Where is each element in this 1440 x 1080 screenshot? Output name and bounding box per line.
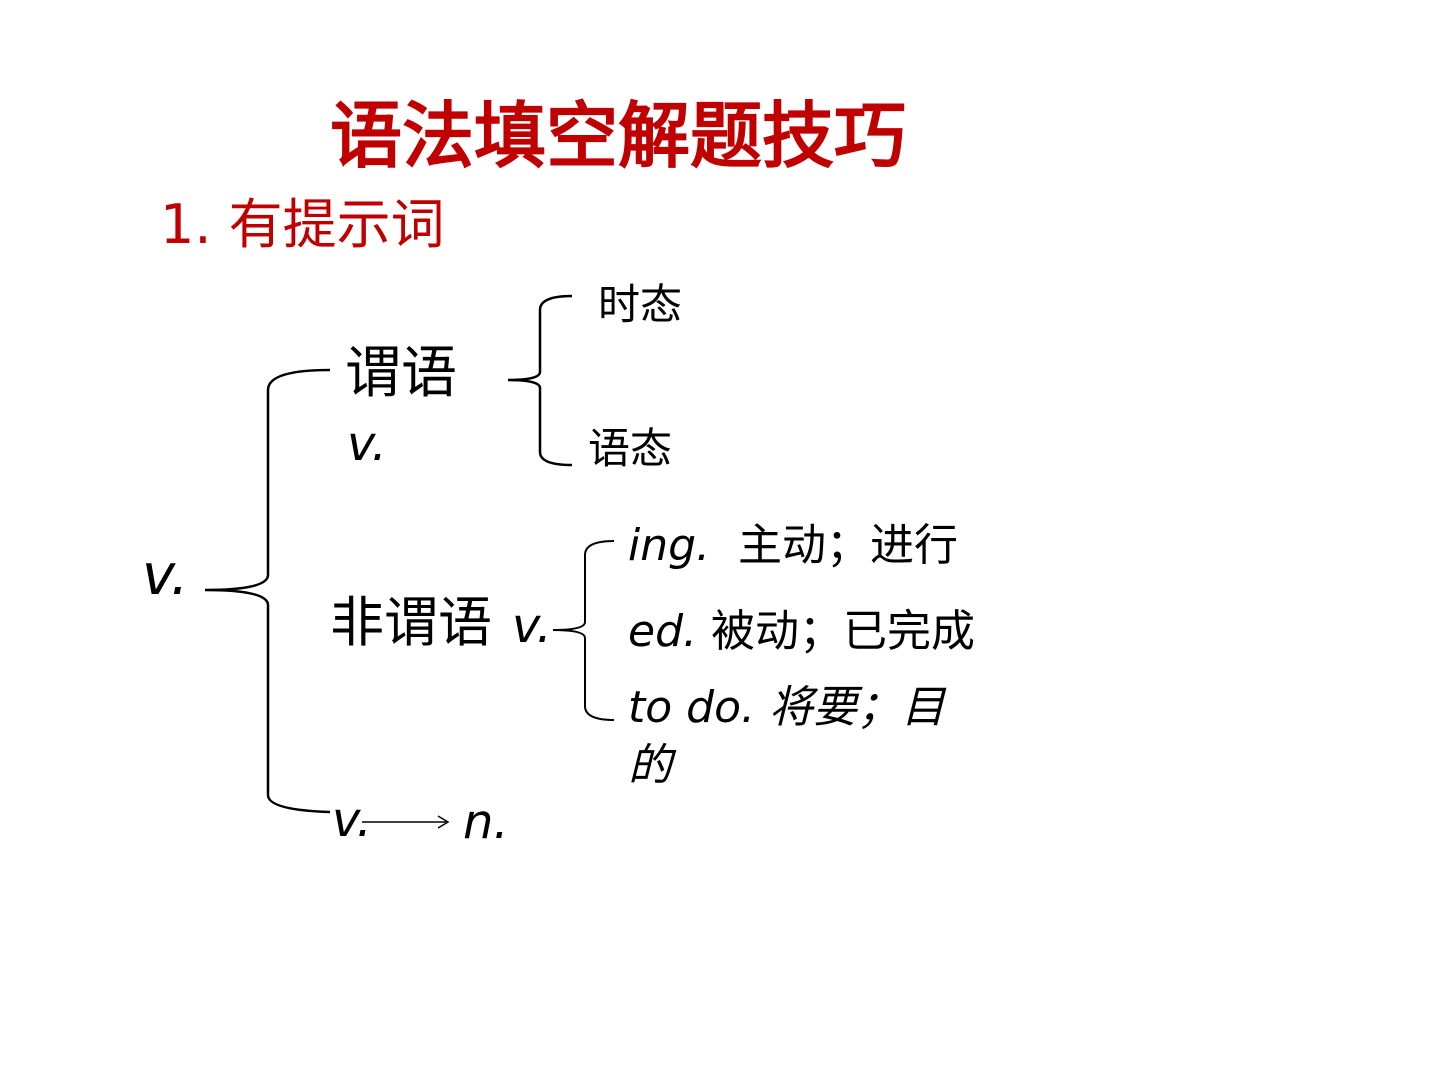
main-brace (204, 368, 331, 814)
item-meaning: 被动；已完成 (711, 606, 975, 657)
item-form: ed. (628, 606, 697, 657)
predicate-child-tense: 时态 (598, 280, 683, 329)
conversion-from: v. (332, 792, 372, 848)
conversion-arrowhead (437, 815, 450, 829)
nonpredicate-item-todo: to do. 将要；目 (628, 686, 945, 730)
item-meaning: 将要；目 (769, 682, 945, 733)
item-form: ing. (628, 520, 711, 571)
predicate-child-voice: 语态 (588, 424, 673, 473)
nonpredicate-label: 非谓语 (330, 591, 492, 654)
nonpredicate-brace (552, 540, 615, 721)
nonpredicate-item-ed: ed. 被动；已完成 (628, 610, 975, 654)
predicate-brace (507, 294, 573, 467)
root-verb: v. (142, 543, 189, 608)
predicate-pos: v. (347, 416, 387, 472)
predicate-label: 谓语 (345, 341, 457, 406)
item-form: to do. (628, 682, 755, 733)
nonpredicate-item-todo-cont: 的 (628, 740, 672, 791)
subtitle: 1. 有提示词 (160, 193, 445, 256)
slide-title: 语法填空解题技巧 (330, 94, 907, 178)
conversion-to: n. (463, 794, 509, 850)
item-meaning: 主动；进行 (738, 520, 959, 571)
nonpredicate-pos: v. (512, 598, 552, 654)
nonpredicate-item-ing: ing. 主动；进行 (628, 524, 958, 568)
